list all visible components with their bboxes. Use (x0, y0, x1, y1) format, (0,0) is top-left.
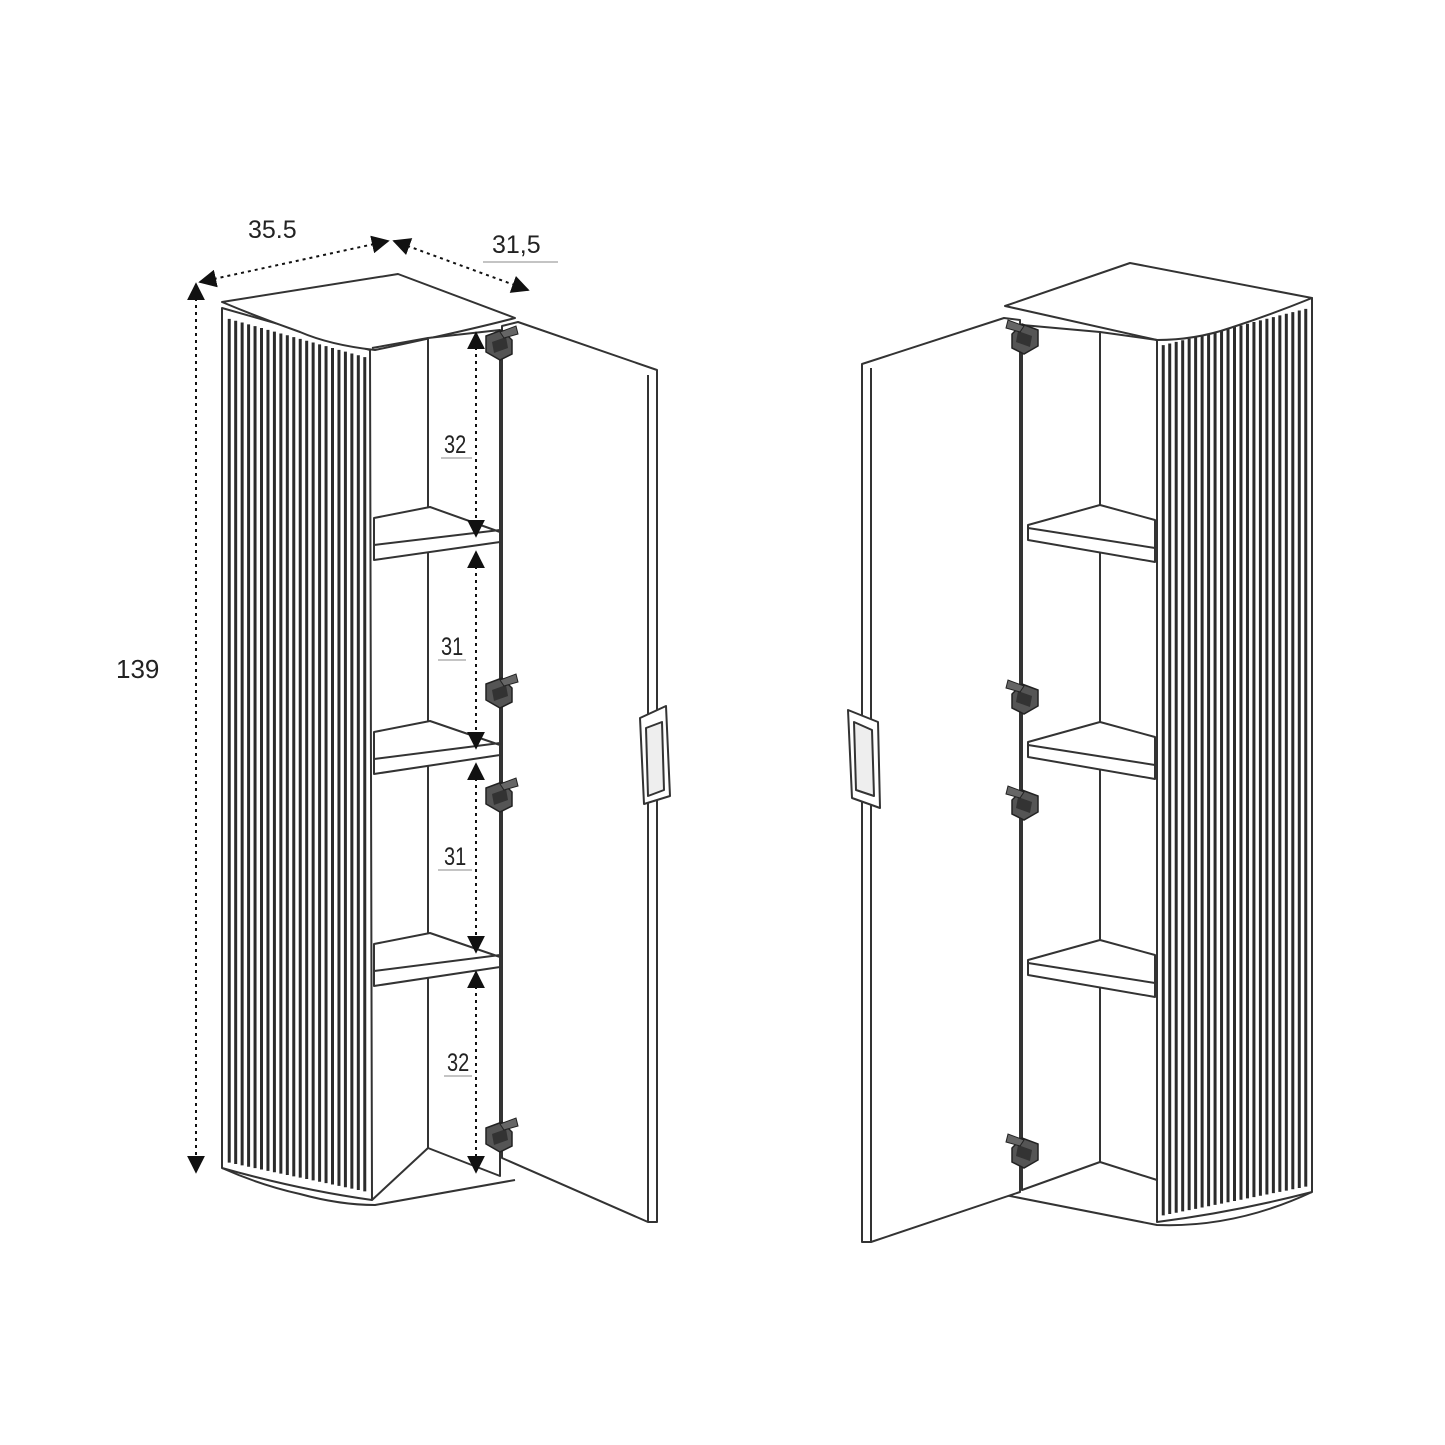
left-bottom-panel (221, 1167, 516, 1206)
compartment-2-label: 31 (441, 633, 463, 661)
right-shelves (1027, 504, 1156, 998)
left-top-panel (221, 273, 516, 351)
left-cabinet (221, 273, 671, 1223)
right-bottom-panel (1004, 1191, 1313, 1227)
depth-dimension-line (392, 238, 530, 293)
depth-label: 31,5 (492, 231, 541, 259)
compartment-3-label: 31 (444, 843, 466, 871)
left-fluted-side (221, 307, 373, 1201)
right-door[interactable] (861, 317, 1021, 1243)
compartment-4-label: 32 (447, 1049, 469, 1077)
left-door[interactable] (501, 321, 658, 1223)
right-cabinet (847, 262, 1313, 1243)
left-handle-icon (639, 705, 671, 805)
right-top-panel (1004, 262, 1313, 341)
right-handle-icon (847, 709, 881, 809)
dimension-lines (187, 235, 530, 1174)
width-label: 35.5 (248, 216, 297, 244)
height-label: 139 (116, 654, 159, 684)
right-fluted-side (1156, 297, 1313, 1223)
compartment-1-label: 32 (444, 431, 466, 459)
width-dimension-line (198, 235, 390, 288)
